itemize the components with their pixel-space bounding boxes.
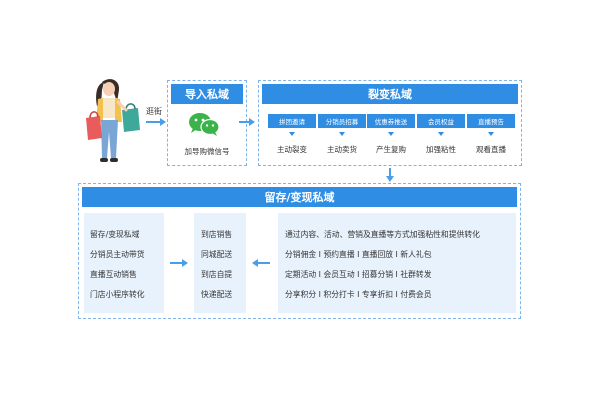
arrow-right-icon <box>170 259 188 267</box>
middle-list-panel: 到店销售 同城配送 到店自提 快递配送 <box>194 213 246 313</box>
arrow-left-icon <box>252 259 270 267</box>
right-list-panel: 通过内容、活动、营销及直播等方式加强粘性和提供转化 分销佣金 I 预约直播 I … <box>278 213 516 313</box>
retain-header: 留存/变现私域 <box>82 187 517 207</box>
list-item: 到店销售 <box>201 230 233 239</box>
list-item: 直播互动销售 <box>90 270 137 279</box>
list-item: 分享积分 I 积分打卡 I 专享折扣 I 付费会员 <box>285 290 432 299</box>
chevron-down-icon <box>438 132 444 136</box>
left-list-panel: 留存/变现私域 分销员主动带货 直播互动销售 门店小程序转化 <box>84 213 164 313</box>
arrow-right-icon <box>146 118 166 126</box>
result-label: 主动卖货 <box>327 145 357 154</box>
walk-label: 逛街 <box>146 107 162 116</box>
list-item: 分销佣金 I 预约直播 I 直播回放 I 新人礼包 <box>285 250 432 259</box>
list-item: 定期活动 I 会员互动 I 招募分销 I 社群转发 <box>285 270 432 279</box>
import-caption: 加导购微信号 <box>184 147 230 156</box>
chevron-down-icon <box>289 132 295 136</box>
import-header: 导入私域 <box>171 84 243 104</box>
list-item: 留存/变现私域 <box>90 230 140 239</box>
list-item: 到店自提 <box>201 270 233 279</box>
shopper-illustration <box>86 79 140 162</box>
result-label: 观看直播 <box>476 145 506 154</box>
chip-distributor-recruit: 分销员招募 <box>318 114 366 128</box>
list-item: 快递配送 <box>201 290 233 299</box>
list-item: 分销员主动带货 <box>90 250 145 259</box>
chip-member-benefits: 会员权益 <box>417 114 465 128</box>
chip-live-preview: 直播预告 <box>467 114 515 128</box>
chevron-down-icon <box>388 132 394 136</box>
wechat-icon <box>189 113 220 136</box>
fission-header: 裂变私域 <box>262 84 518 104</box>
chevron-down-icon <box>488 132 494 136</box>
chevron-down-icon <box>339 132 345 136</box>
list-item: 通过内容、活动、营销及直播等方式加强粘性和提供转化 <box>285 230 480 239</box>
list-item: 门店小程序转化 <box>90 290 145 299</box>
arrow-right-icon <box>239 118 255 126</box>
result-label: 产生复购 <box>376 145 406 154</box>
arrow-down-icon <box>386 168 394 182</box>
chip-coupon-push: 优惠券推送 <box>367 114 415 128</box>
list-item: 同城配送 <box>201 250 233 259</box>
chip-group-invite: 拼团邀请 <box>268 114 316 128</box>
result-label: 主动裂变 <box>277 145 307 154</box>
result-label: 加强粘性 <box>426 145 456 154</box>
